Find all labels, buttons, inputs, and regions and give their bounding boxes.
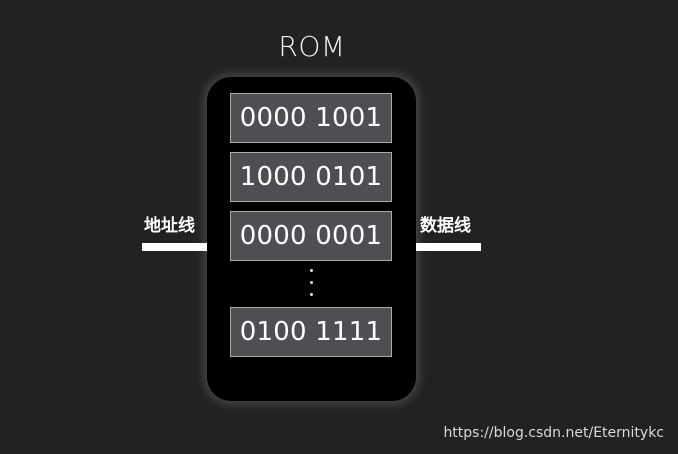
memory-cell: 0000 0001 xyxy=(230,211,392,261)
memory-cell: 0100 1111 xyxy=(230,307,392,357)
data-line xyxy=(416,243,481,251)
address-line-label: 地址线 xyxy=(144,216,195,236)
data-line-label: 数据线 xyxy=(420,216,471,236)
address-line xyxy=(142,243,207,251)
ellipsis-dot xyxy=(310,269,313,272)
ellipsis-dot xyxy=(310,293,313,296)
memory-cell: 1000 0101 xyxy=(230,152,392,202)
watermark-text: https://blog.csdn.net/Eternitykc xyxy=(443,425,664,441)
memory-cell: 0000 1001 xyxy=(230,93,392,143)
ellipsis-dot xyxy=(310,281,313,284)
rom-title: ROM xyxy=(278,30,346,63)
